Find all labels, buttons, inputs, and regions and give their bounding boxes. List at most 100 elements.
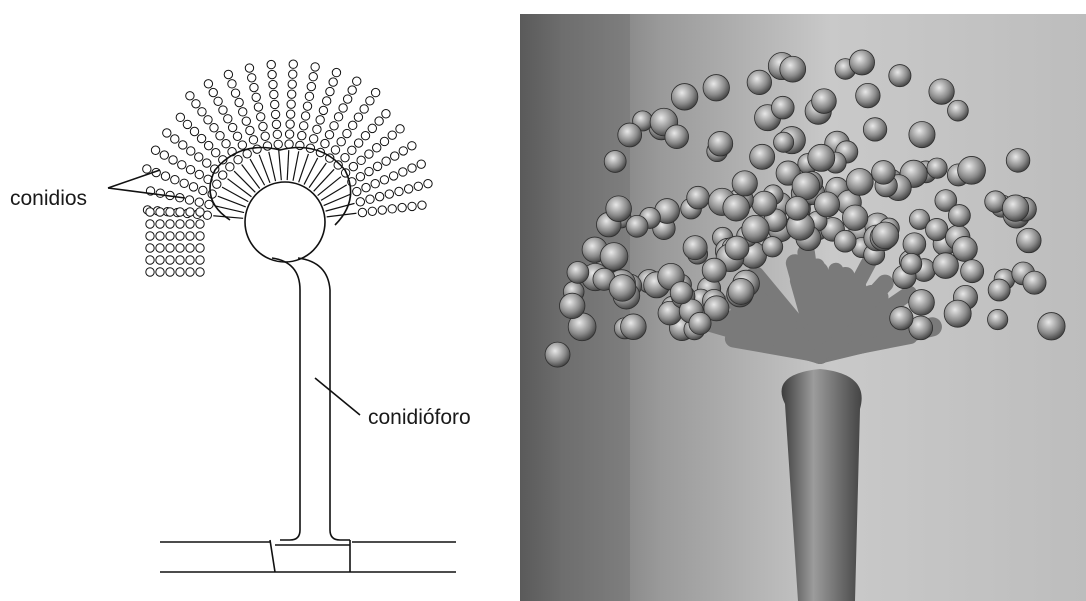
conidium — [408, 142, 416, 150]
conidium — [224, 115, 232, 123]
spore — [708, 131, 733, 156]
phialide — [326, 203, 355, 211]
conidium — [301, 112, 309, 120]
conidium — [307, 82, 315, 90]
conidium — [341, 153, 349, 161]
conidium — [185, 196, 193, 204]
conidium — [166, 268, 174, 276]
spore — [890, 307, 913, 330]
conidium — [311, 63, 319, 71]
sem-micrograph — [520, 14, 1086, 601]
conidium — [389, 172, 397, 180]
conidium — [156, 268, 164, 276]
conidium — [219, 171, 227, 179]
conidium — [365, 167, 373, 175]
spore — [903, 233, 926, 256]
conidium — [329, 78, 337, 86]
conidium — [356, 172, 364, 180]
conidium — [382, 110, 390, 118]
conidium — [354, 113, 362, 121]
conidium — [146, 244, 154, 252]
conidium — [196, 208, 204, 216]
conidium — [316, 116, 324, 124]
conidium — [270, 90, 278, 98]
conidium — [228, 80, 236, 88]
spore — [670, 282, 692, 304]
phialide — [279, 150, 282, 180]
conidium — [176, 113, 184, 121]
conidium — [259, 122, 267, 130]
spore — [725, 236, 749, 260]
conidium — [395, 187, 403, 195]
conidium — [183, 120, 191, 128]
conidium — [399, 168, 407, 176]
spore — [723, 194, 750, 221]
conidium — [160, 151, 168, 159]
conidium — [196, 268, 204, 276]
spore — [747, 70, 771, 94]
spore — [988, 309, 1008, 329]
spore — [812, 89, 837, 114]
spore — [780, 56, 806, 82]
conidium — [156, 244, 164, 252]
spore — [732, 171, 757, 196]
conidium — [146, 208, 154, 216]
spore — [926, 218, 948, 240]
conidium — [246, 126, 254, 134]
conidium — [156, 232, 164, 240]
conidium — [417, 160, 425, 168]
conidium — [186, 165, 194, 173]
conidiophore-diagram — [0, 0, 515, 601]
conidium — [287, 100, 295, 108]
conidium — [245, 64, 253, 72]
conidium — [337, 138, 345, 146]
conidium — [334, 113, 342, 121]
conidium — [224, 70, 232, 78]
spore — [808, 144, 835, 171]
spore — [703, 75, 729, 101]
sem-image — [520, 14, 1086, 601]
conidium — [313, 125, 321, 133]
conidium — [248, 74, 256, 82]
conidium — [192, 100, 200, 108]
phialide — [227, 179, 251, 197]
spore — [958, 156, 986, 184]
conidium — [195, 153, 203, 161]
conidium — [249, 136, 257, 144]
conidium — [368, 124, 376, 132]
conidium — [186, 208, 194, 216]
conidium — [156, 208, 164, 216]
conidium — [146, 268, 154, 276]
spore — [909, 290, 935, 316]
spore — [618, 123, 642, 147]
conidium — [176, 220, 184, 228]
conidium — [212, 149, 220, 157]
spore — [560, 293, 585, 318]
conidium — [285, 140, 293, 148]
spore — [604, 150, 626, 172]
conidium — [274, 140, 282, 148]
spore — [702, 258, 726, 282]
conidium — [269, 80, 277, 88]
conidium — [267, 60, 275, 68]
conidium — [179, 141, 187, 149]
conidium — [356, 198, 364, 206]
spore — [742, 215, 769, 242]
spore — [872, 222, 899, 249]
conidium — [186, 220, 194, 228]
conidium — [176, 256, 184, 264]
conidium — [146, 256, 154, 264]
conidium — [339, 104, 347, 112]
conidium — [242, 117, 250, 125]
conidium — [146, 220, 154, 228]
spore — [762, 237, 782, 257]
conidium — [143, 165, 151, 173]
conidium — [226, 163, 234, 171]
conidium — [228, 123, 236, 131]
conidium — [195, 170, 203, 178]
conidium — [187, 147, 195, 155]
conidium — [253, 145, 261, 153]
conidium — [272, 120, 280, 128]
conidium — [178, 161, 186, 169]
conidium — [171, 135, 179, 143]
